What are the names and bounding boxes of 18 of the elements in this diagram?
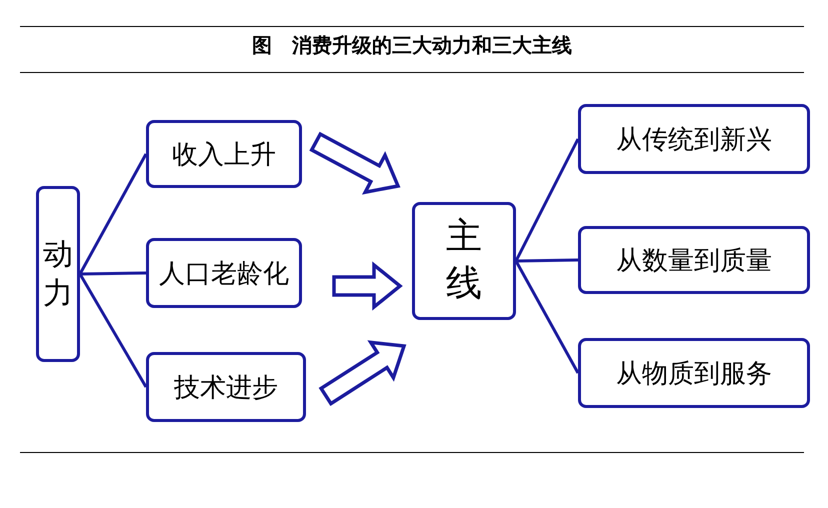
- block-arrow: [332, 261, 403, 311]
- connector-line: [516, 258, 578, 262]
- connector-line: [514, 260, 580, 374]
- text-box: 动力: [36, 186, 80, 362]
- text-box: 从数量到质量: [578, 226, 810, 294]
- connector-line: [514, 138, 580, 262]
- title: 图 消费升级的三大动力和三大主线: [251, 32, 573, 59]
- text-box: 技术进步: [146, 352, 306, 422]
- block-arrow: [318, 340, 406, 406]
- block-arrow: [309, 132, 400, 195]
- text-box: 从传统到新兴: [578, 104, 810, 174]
- text-box: 从物质到服务: [578, 338, 810, 408]
- connector-line: [80, 272, 146, 276]
- connector-line: [78, 273, 148, 388]
- text-box: 人口老龄化: [146, 238, 302, 308]
- text-box: 收入上升: [146, 120, 302, 188]
- text-box: 主线: [412, 202, 516, 320]
- connector-line: [78, 153, 148, 275]
